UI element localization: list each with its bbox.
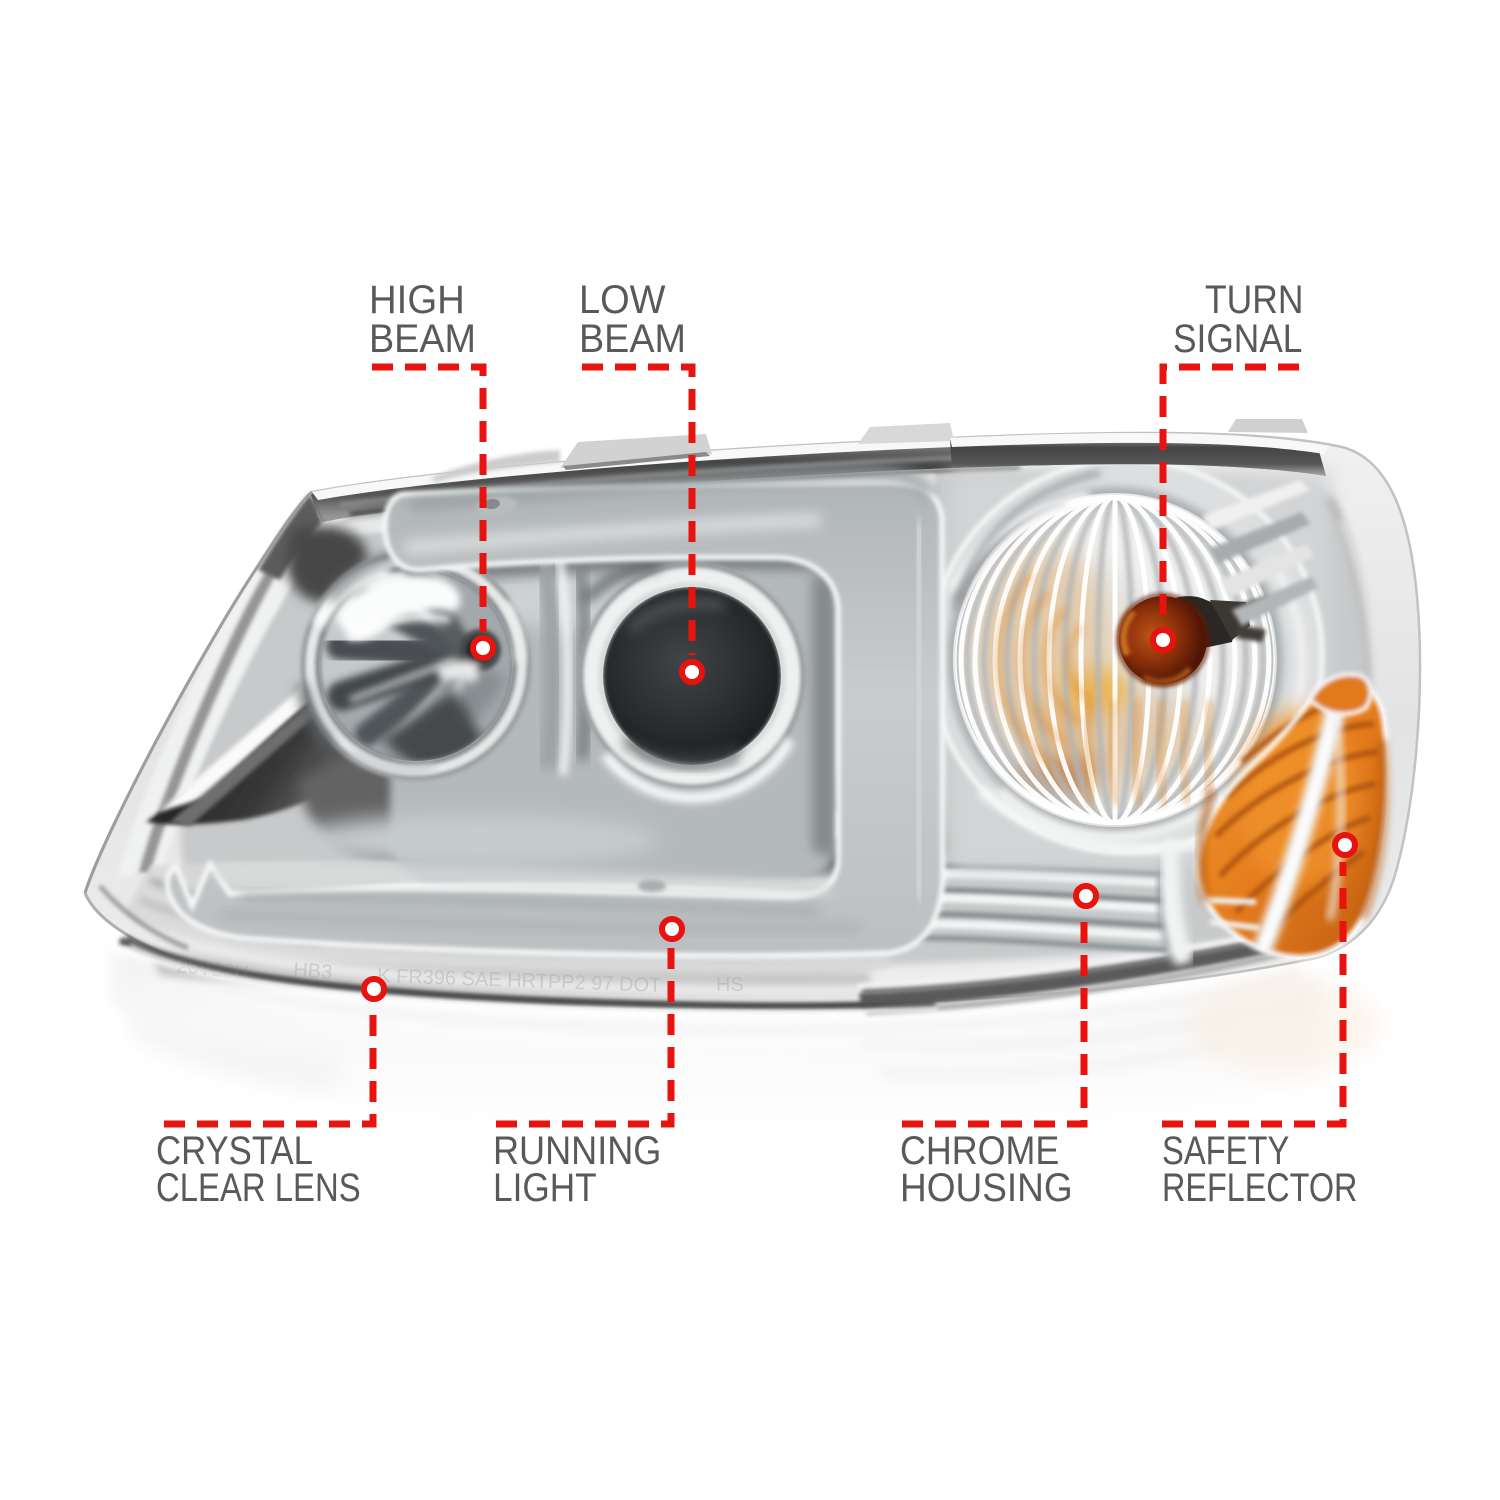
svg-text:HS: HS [716,974,744,996]
